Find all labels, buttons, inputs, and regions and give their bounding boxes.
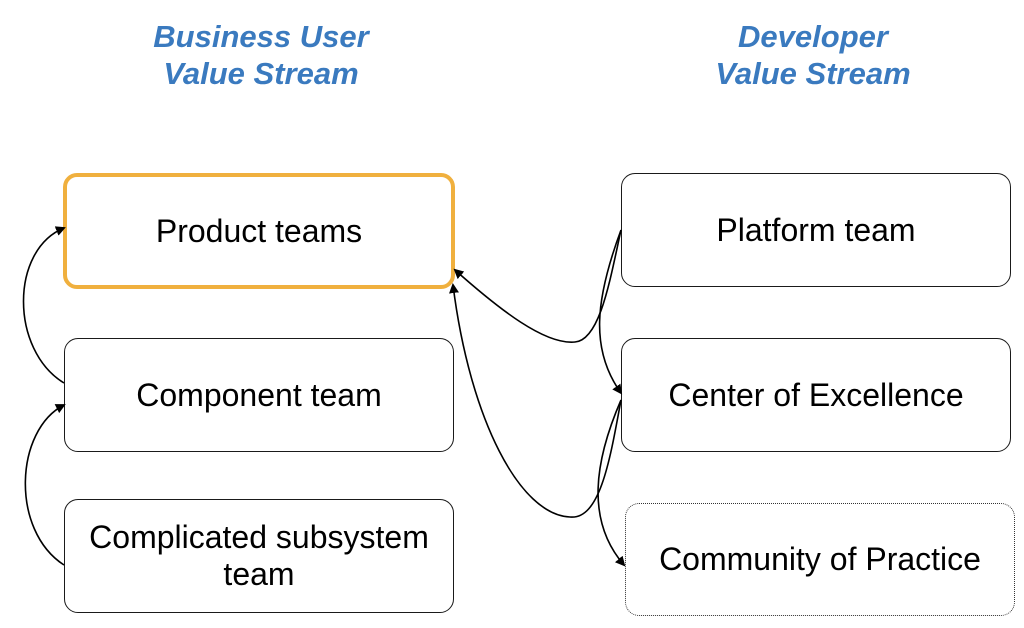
business-user-value-stream-heading: Business User Value Stream xyxy=(88,18,434,92)
complicated-subsystem-team-label: Complicated subsystem team xyxy=(83,519,435,593)
community-of-practice-label: Community of Practice xyxy=(659,541,981,577)
arrow-complicated-to-component xyxy=(24,404,66,566)
component-team-box: Component team xyxy=(64,338,454,452)
complicated-subsystem-line1: Complicated subsystem xyxy=(89,519,429,555)
heading-left-line2: Value Stream xyxy=(163,56,359,91)
arrow-platform-to-coe xyxy=(598,229,623,395)
component-team-label: Component team xyxy=(136,376,382,413)
product-teams-box: Product teams xyxy=(63,173,455,289)
arrow-platform-to-product xyxy=(453,229,622,343)
complicated-subsystem-line2: team xyxy=(223,556,295,592)
heading-right-line2: Value Stream xyxy=(715,56,911,91)
platform-team-label: Platform team xyxy=(716,211,916,248)
complicated-subsystem-team-box: Complicated subsystem team xyxy=(64,499,454,613)
arrow-component-to-product xyxy=(22,226,66,384)
heading-left-line1: Business User xyxy=(153,19,369,54)
community-of-practice-box: Community of Practice xyxy=(625,503,1015,616)
heading-right-line1: Developer xyxy=(738,19,888,54)
platform-team-box: Platform team xyxy=(621,173,1011,287)
arrow-coe-to-product xyxy=(449,283,622,518)
product-teams-label: Product teams xyxy=(155,212,363,249)
center-of-excellence-label: Center of Excellence xyxy=(668,376,964,413)
developer-value-stream-heading: Developer Value Stream xyxy=(640,18,986,92)
center-of-excellence-box: Center of Excellence xyxy=(621,338,1011,452)
